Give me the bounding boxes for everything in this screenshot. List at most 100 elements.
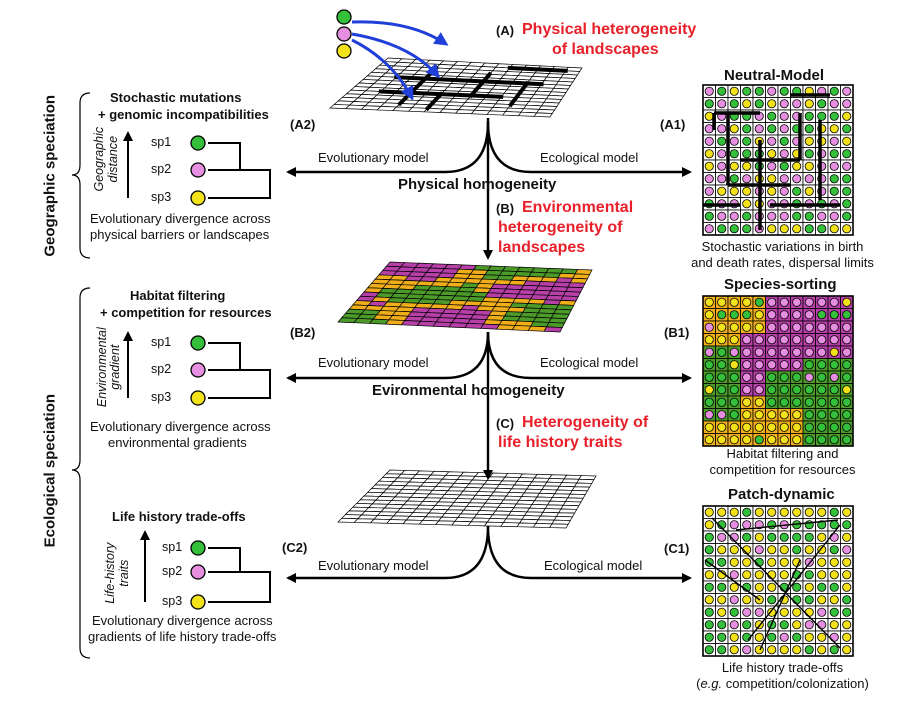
individual-circle xyxy=(767,582,777,592)
individual-circle xyxy=(767,161,777,171)
individual-circle xyxy=(842,385,852,395)
individual-circle xyxy=(729,136,739,146)
c1-caption-line2: (e.g. competition/colonization) xyxy=(696,676,869,691)
grid-cell xyxy=(511,325,532,331)
individual-circle xyxy=(792,322,802,332)
grid-cell xyxy=(470,109,491,115)
c1-caption-line1: Life history trade-offs xyxy=(721,660,844,675)
grid-cell xyxy=(483,521,505,527)
individual-circle xyxy=(729,545,739,555)
c2-sp1-label: sp1 xyxy=(162,540,183,554)
individual-circle xyxy=(829,410,839,420)
individual-circle xyxy=(779,211,789,221)
individual-circle xyxy=(754,322,764,332)
individual-circle xyxy=(842,99,852,109)
individual-circle xyxy=(742,645,752,655)
individual-circle xyxy=(829,322,839,332)
ecological-model-label-c: Ecological model xyxy=(544,558,643,573)
individual-circle xyxy=(779,557,789,567)
individual-circle xyxy=(717,360,727,370)
grid-cell xyxy=(464,322,485,329)
individual-circle xyxy=(829,372,839,382)
individual-circle xyxy=(717,397,727,407)
individual-circle xyxy=(779,410,789,420)
evolutionary-model-label-c: Evolutionary model xyxy=(318,558,429,573)
grid-b-environmental-landscape xyxy=(337,261,593,333)
matrix-border xyxy=(702,505,854,657)
individual-circle xyxy=(779,335,789,345)
individual-circle xyxy=(742,224,752,234)
grid-cell xyxy=(502,111,522,117)
individual-circle xyxy=(704,99,714,109)
individual-circle xyxy=(779,99,789,109)
individual-circle xyxy=(792,507,802,517)
individual-circle xyxy=(804,620,814,630)
individual-circle xyxy=(729,557,739,567)
individual-circle xyxy=(817,595,827,605)
individual-circle xyxy=(754,360,764,370)
individual-circle xyxy=(742,199,752,209)
individual-circle xyxy=(779,174,789,184)
individual-circle xyxy=(804,422,814,432)
individual-circle xyxy=(717,422,727,432)
individual-circle xyxy=(779,360,789,370)
individual-circle xyxy=(779,322,789,332)
individual-circle xyxy=(742,149,752,159)
grid-cell xyxy=(467,521,488,527)
individual-circle xyxy=(817,582,827,592)
individual-circle xyxy=(742,520,752,530)
brace-ecological xyxy=(71,287,91,659)
a2-title-line2: + genomic incompatibilities xyxy=(98,107,269,122)
individual-circle xyxy=(829,557,839,567)
individual-circle xyxy=(729,582,739,592)
individual-circle xyxy=(779,124,789,134)
individual-circle xyxy=(829,620,839,630)
individual-circle xyxy=(754,545,764,555)
individual-circle xyxy=(717,335,727,345)
individual-circle xyxy=(804,595,814,605)
individual-circle xyxy=(717,322,727,332)
individual-circle xyxy=(717,410,727,420)
individual-circle xyxy=(829,136,839,146)
c1-title: Patch-dynamic xyxy=(728,486,835,503)
individual-circle xyxy=(829,224,839,234)
individual-circle xyxy=(842,86,852,96)
c2-tag: (C2) xyxy=(282,540,308,555)
individual-circle xyxy=(729,211,739,221)
individual-circle xyxy=(742,211,752,221)
step-c-line1: Heterogeneity of xyxy=(522,414,649,431)
individual-circle xyxy=(717,174,727,184)
individual-circle xyxy=(704,507,714,517)
individual-circle xyxy=(767,111,777,121)
individual-circle xyxy=(804,99,814,109)
individual-circle xyxy=(704,174,714,184)
individual-circle xyxy=(754,335,764,345)
individual-circle xyxy=(829,532,839,542)
individual-circle xyxy=(704,161,714,171)
individual-circle xyxy=(742,99,752,109)
step-c-tag: (C) xyxy=(496,416,515,431)
individual-circle xyxy=(729,645,739,655)
individual-circle xyxy=(804,211,814,221)
phylogeny-b2 xyxy=(123,331,271,399)
step-b-tag: (B) xyxy=(496,201,515,216)
c2-axis-line1: Life-history xyxy=(102,542,117,604)
individual-circle xyxy=(804,224,814,234)
individual-circle xyxy=(704,111,714,121)
individual-circle xyxy=(754,372,764,382)
individual-circle xyxy=(717,607,727,617)
individual-circle xyxy=(817,385,827,395)
individual-circle xyxy=(829,347,839,357)
individual-circle xyxy=(717,372,727,382)
individual-circle xyxy=(829,545,839,555)
grid-c-life-history-landscape xyxy=(337,469,597,529)
individual-circle xyxy=(767,372,777,382)
individual-circle xyxy=(792,410,802,420)
individual-circle xyxy=(767,186,777,196)
individual-circle xyxy=(704,645,714,655)
individual-circle xyxy=(829,310,839,320)
individual-circle xyxy=(767,570,777,580)
individual-circle xyxy=(804,545,814,555)
individual-circle xyxy=(717,435,727,445)
individual-circle xyxy=(829,149,839,159)
